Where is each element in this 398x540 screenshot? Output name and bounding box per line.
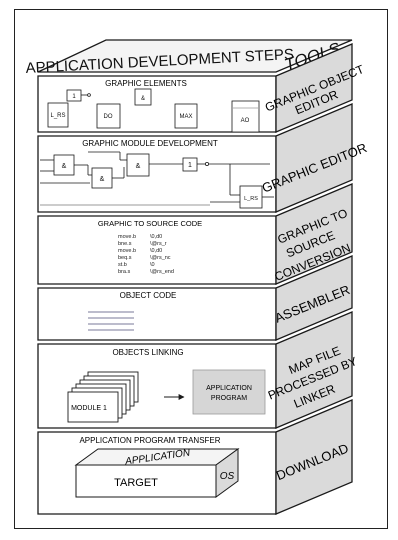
md-label-g1: & bbox=[62, 163, 67, 170]
ge-box-1 bbox=[66, 89, 82, 102]
frame-border bbox=[14, 9, 388, 529]
ge-box-and bbox=[134, 88, 152, 106]
download-os: OS bbox=[220, 471, 235, 482]
target-box bbox=[74, 448, 240, 498]
layer-4-side bbox=[275, 255, 353, 341]
md-label-g3: & bbox=[136, 163, 141, 170]
graphic-elements-items bbox=[47, 88, 260, 133]
stack-top-face bbox=[37, 39, 353, 73]
layer-2-label: GRAPHIC MODULE DEVELOPMENT bbox=[82, 139, 218, 148]
module-1-label: MODULE 1 bbox=[71, 405, 107, 412]
layer-objects-linking: OBJECTS LINKING MODULE 1 APPLICATION PRO… bbox=[37, 311, 359, 429]
layer-1-label: GRAPHIC ELEMENTS bbox=[105, 79, 187, 88]
layer-1-side bbox=[275, 43, 353, 133]
ge-label-ao: AO bbox=[241, 118, 250, 124]
code-op-3: move.b bbox=[118, 248, 136, 254]
ge-label-do: DO bbox=[104, 114, 113, 120]
code-arg-6: \@rs_end bbox=[150, 269, 174, 275]
layer-6-label: APPLICATION PROGRAM TRANSFER bbox=[79, 436, 220, 445]
layer-5-label: OBJECTS LINKING bbox=[112, 348, 183, 357]
code-arg-2: \@rs_r bbox=[150, 241, 167, 247]
ge-label-and: & bbox=[141, 96, 145, 102]
ge-label-max: MAX bbox=[179, 114, 192, 120]
md-label-g4: 1 bbox=[188, 162, 192, 169]
source-code-listing: move.b bne.s move.b beq.s st.b bra.s \0,… bbox=[118, 234, 174, 275]
layer-3-label: GRAPHIC TO SOURCE CODE bbox=[98, 219, 202, 228]
module-stack bbox=[67, 371, 139, 423]
layer-program-transfer: APPLICATION PROGRAM TRANSFER APPLICATION… bbox=[37, 399, 353, 515]
code-op-2: bne.s bbox=[118, 241, 132, 247]
code-op-5: st.b bbox=[118, 262, 127, 268]
ge-label-1: 1 bbox=[72, 94, 76, 100]
download-target: TARGET bbox=[114, 477, 158, 489]
code-arg-5: \0 bbox=[150, 262, 155, 268]
layer-5-side bbox=[275, 311, 353, 429]
app-program-line-2: PROGRAM bbox=[211, 395, 247, 402]
ge-box-do bbox=[96, 103, 121, 129]
layer-2-side bbox=[275, 103, 353, 213]
layer-4-label: OBJECT CODE bbox=[120, 291, 177, 300]
md-label-g2: & bbox=[100, 176, 105, 183]
code-arg-3: \0,d0 bbox=[150, 248, 162, 254]
code-op-6: bra.s bbox=[118, 269, 130, 275]
module-dev-circuit bbox=[40, 151, 274, 209]
code-op-4: beq.s bbox=[118, 255, 132, 261]
code-op-1: move.b bbox=[118, 234, 136, 240]
code-arg-4: \@rs_nc bbox=[150, 255, 171, 261]
code-arg-1: \0,d0 bbox=[150, 234, 162, 240]
layer-3-side bbox=[275, 183, 353, 285]
application-program-box bbox=[192, 369, 266, 415]
ge-box-max bbox=[174, 103, 198, 129]
object-code-lines bbox=[88, 311, 134, 331]
ge-box-lrs bbox=[47, 102, 69, 128]
md-label-g5: L_RS bbox=[244, 196, 258, 202]
ge-label-lrs: L_RS bbox=[50, 113, 65, 119]
ge-box-ao bbox=[231, 100, 260, 133]
app-program-line-1: APPLICATION bbox=[206, 385, 252, 392]
layer-6-side bbox=[275, 399, 353, 515]
